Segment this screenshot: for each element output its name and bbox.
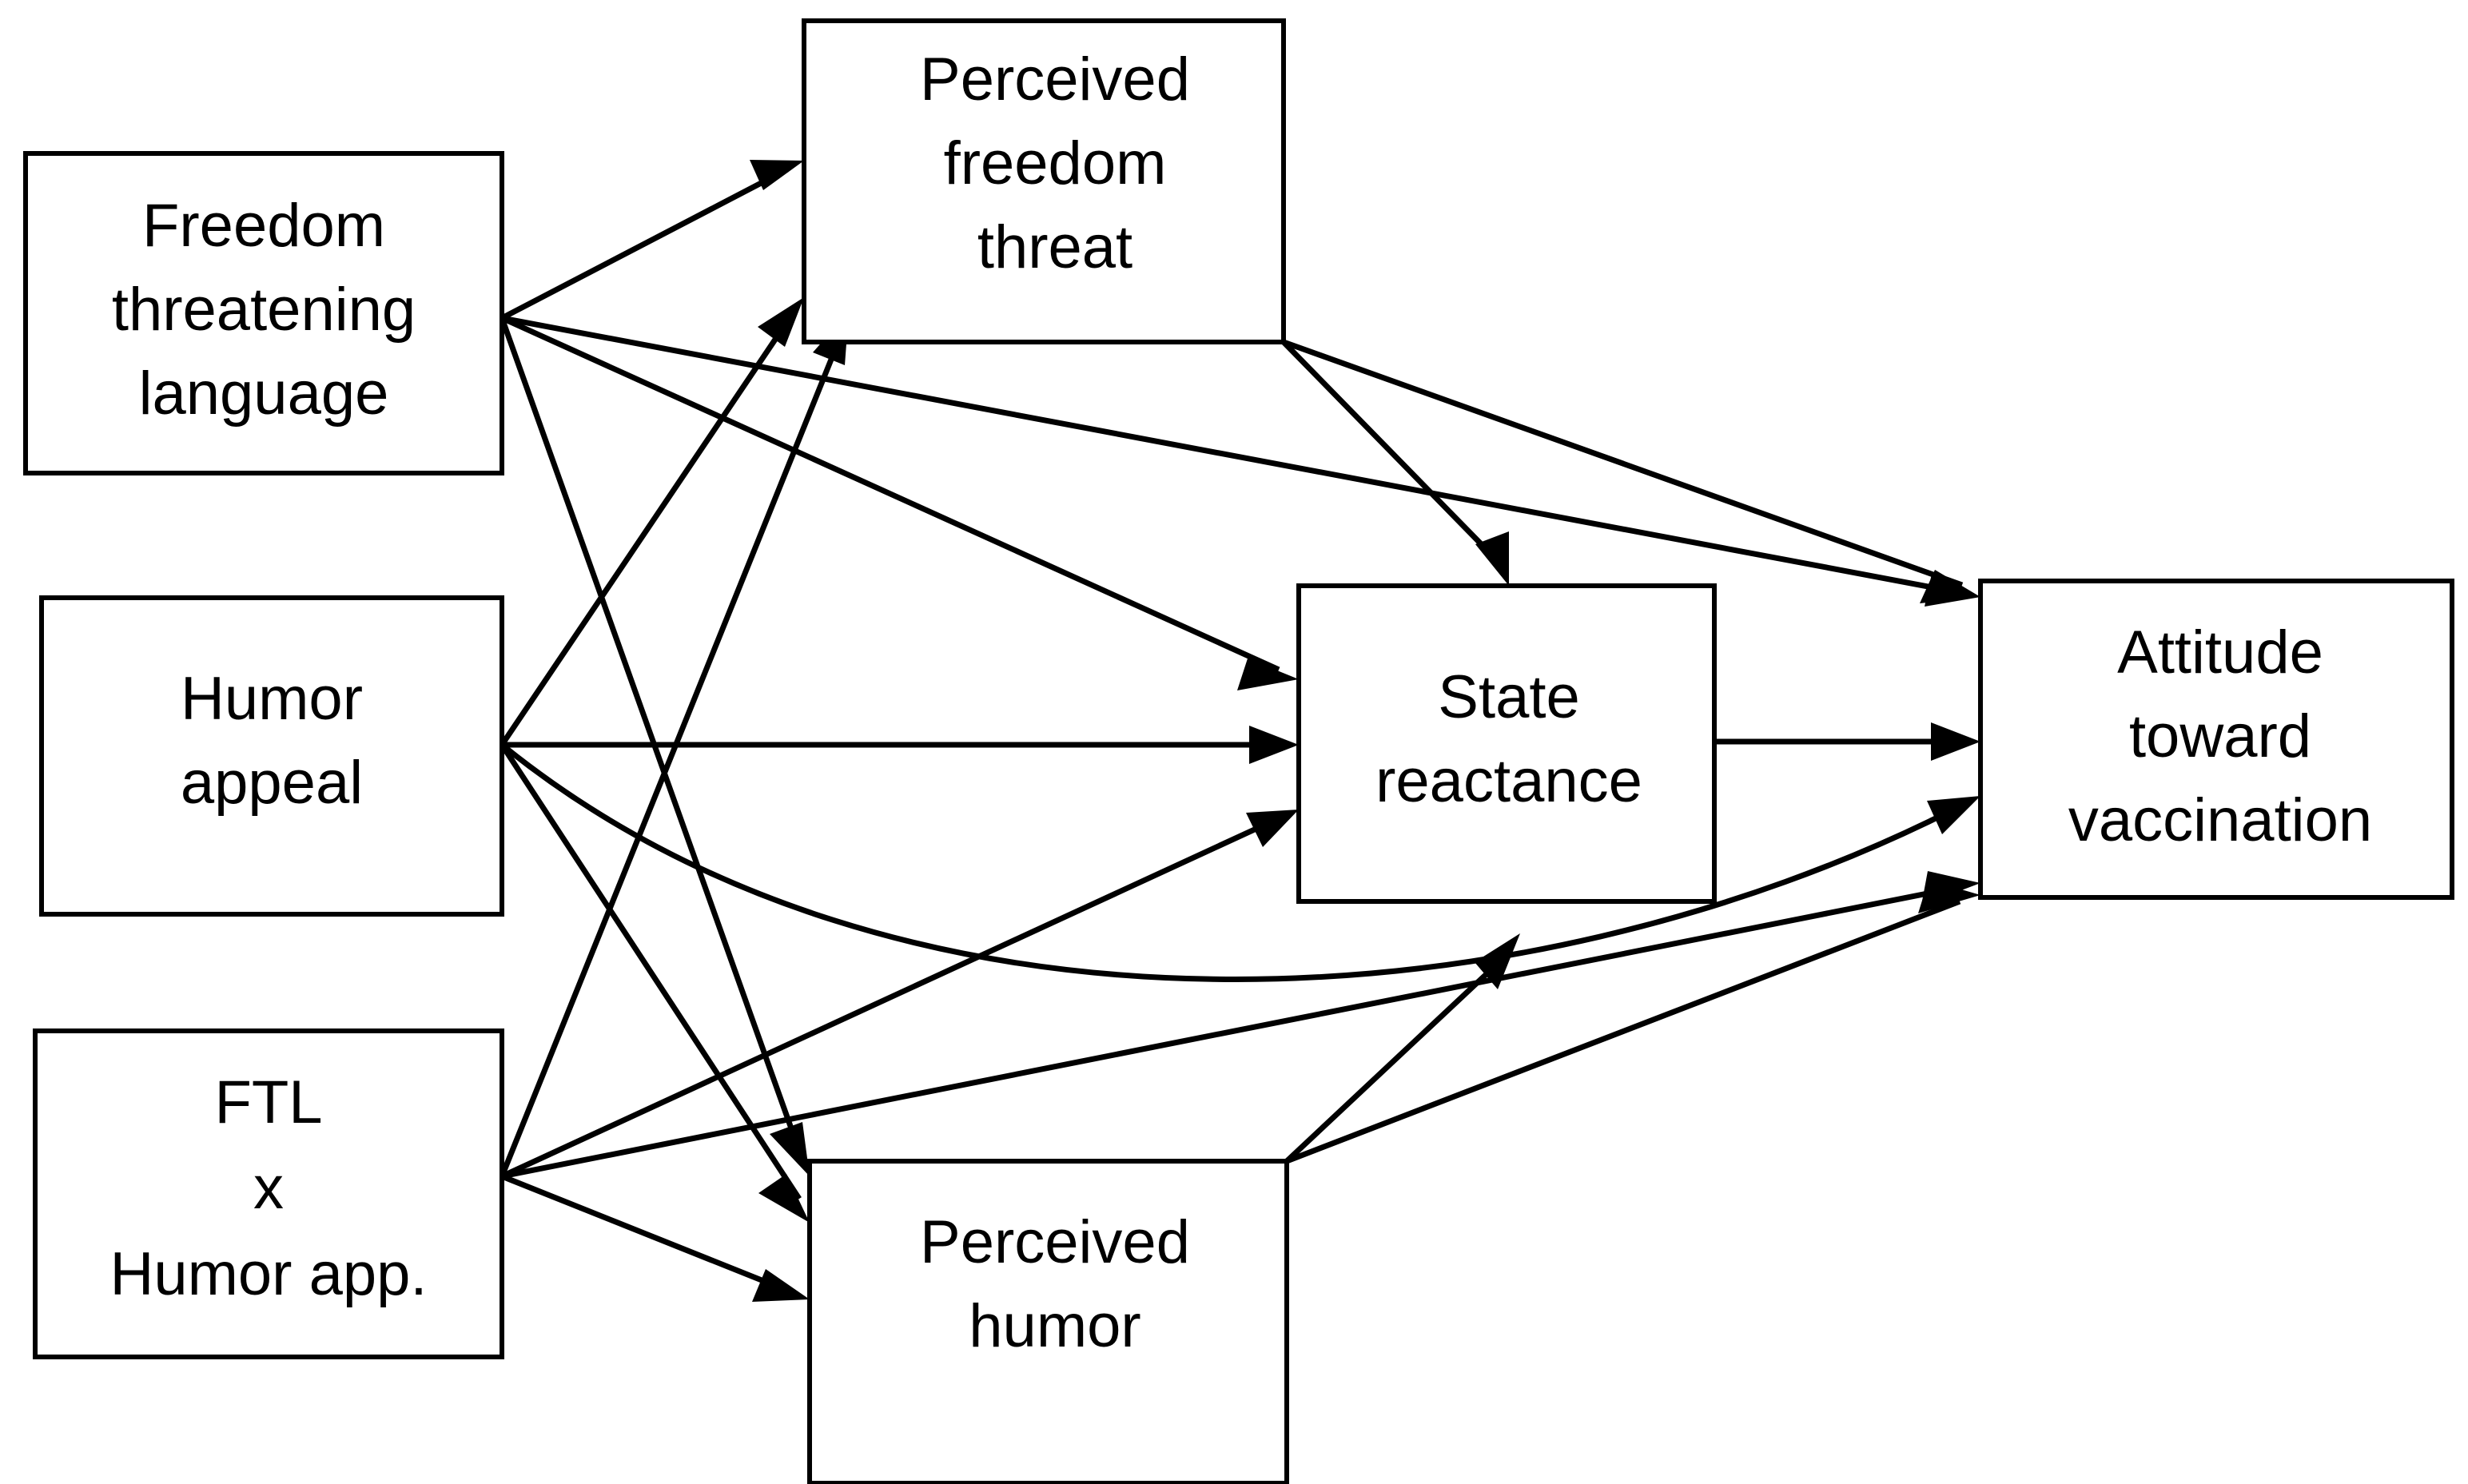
node-label-ftl-line2: threatening — [112, 276, 416, 344]
node-label-pft-line1: Perceived — [920, 46, 1190, 113]
node-label-pft-line3: threat — [977, 213, 1132, 281]
node-box-state-reactance[interactable] — [1296, 583, 1717, 904]
edge-perceived-freedom-threat-to-state-reactance — [1281, 340, 1509, 586]
node-box-humor-appeal[interactable] — [39, 595, 504, 917]
node-label-humor-appeal-line2: appeal — [181, 749, 363, 817]
edge-layer — [499, 160, 1980, 1302]
edge-ftl-to-attitude — [501, 315, 1980, 607]
node-layer: Freedom threatening language Humor appea… — [23, 18, 2454, 1484]
edge-humor-appeal-to-attitude — [500, 742, 1980, 982]
node-freedom-threatening-language[interactable]: Freedom threatening language — [23, 151, 504, 475]
node-state-reactance[interactable]: State reactance — [1296, 583, 1717, 904]
edge-ftl-to-perceived-freedom-threat — [500, 160, 804, 321]
node-perceived-freedom-threat[interactable]: Perceived freedom threat — [802, 18, 1286, 344]
node-label-attitude-line2: toward — [2129, 702, 2311, 770]
node-label-ph-line1: Perceived — [920, 1208, 1190, 1276]
node-label-sr-line2: reactance — [1375, 747, 1642, 815]
node-box-attitude-toward-vaccination[interactable] — [1978, 579, 2454, 900]
node-label-interaction-line3: Humor app. — [109, 1240, 427, 1308]
node-label-humor-appeal-line1: Humor — [181, 665, 363, 733]
edge-interaction-to-state-reactance — [500, 810, 1299, 1180]
edge-ftl-to-state-reactance — [500, 315, 1299, 690]
node-label-attitude-line3: vaccination — [2068, 786, 2372, 854]
edge-ftl-to-perceived-humor — [499, 316, 810, 1176]
node-label-pft-line2: freedom — [944, 129, 1167, 197]
edge-humor-appeal-to-perceived-freedom-threat — [500, 297, 804, 746]
node-label-sr-line1: State — [1438, 663, 1579, 731]
edge-humor-appeal-to-state-reactance — [502, 726, 1299, 764]
node-attitude-toward-vaccination[interactable]: Attitude toward vaccination — [1978, 579, 2454, 900]
edge-humor-appeal-to-perceived-humor — [500, 743, 810, 1223]
edge-perceived-humor-to-state-reactance — [1284, 933, 1520, 1164]
node-label-ph-line2: humor — [969, 1292, 1140, 1360]
node-box-perceived-humor[interactable] — [807, 1159, 1289, 1484]
node-label-attitude-line1: Attitude — [2117, 619, 2323, 686]
node-label-ftl-line1: Freedom — [142, 192, 385, 260]
edge-state-reactance-to-attitude — [1714, 722, 1980, 761]
node-box-ftl-x-humor-app[interactable] — [33, 1028, 504, 1359]
edge-perceived-humor-to-attitude — [1285, 880, 1980, 1164]
node-box-freedom-threatening-language[interactable] — [23, 151, 504, 475]
node-perceived-humor[interactable]: Perceived humor — [807, 1159, 1289, 1484]
node-humor-appeal[interactable]: Humor appeal — [39, 595, 504, 917]
node-label-ftl-line3: language — [139, 360, 389, 428]
node-label-interaction-line2: x — [253, 1154, 284, 1222]
edge-perceived-freedom-threat-to-attitude — [1282, 339, 1980, 603]
node-label-interaction-line1: FTL — [214, 1068, 322, 1136]
node-box-perceived-freedom-threat[interactable] — [802, 18, 1286, 344]
edge-interaction-to-perceived-humor — [500, 1173, 810, 1302]
edge-interaction-to-attitude — [501, 871, 1980, 1180]
node-ftl-x-humor-app[interactable]: FTL x Humor app. — [33, 1028, 504, 1359]
